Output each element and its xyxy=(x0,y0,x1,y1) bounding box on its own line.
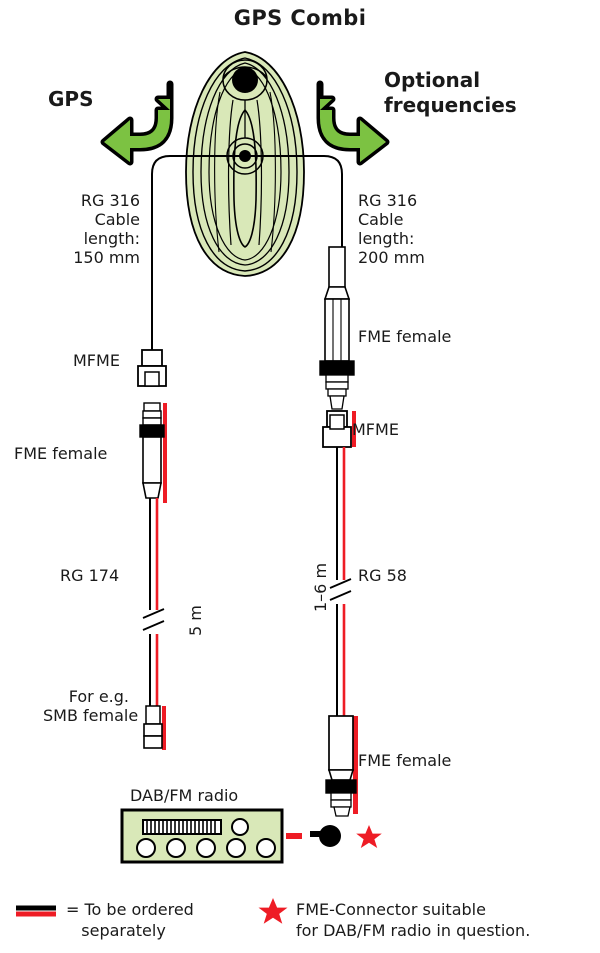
left-mfme-label: MFME xyxy=(73,351,120,370)
left-fme-female-label: FME female xyxy=(14,444,108,463)
right-fme-female-bottom-connector xyxy=(325,715,358,817)
right-fme-female-top-connector xyxy=(319,246,355,410)
right-mfme-label: MFME xyxy=(352,420,399,439)
left-smb-female-label: For e.g. SMB female xyxy=(43,687,139,725)
right-mfme-connector xyxy=(322,410,356,448)
dab-fm-radio-label: DAB/FM radio xyxy=(130,786,239,805)
left-cable-type-label: RG 174 xyxy=(60,566,120,585)
legend-item-ordered-separately: = To be ordered separately xyxy=(66,900,194,940)
optional-frequencies-branch-label: Optional frequencies xyxy=(384,68,517,117)
left-fme-female-connector xyxy=(139,402,167,503)
left-cable-spec-label: RG 316 Cable length: 150 mm xyxy=(73,191,140,267)
page-title: GPS Combi xyxy=(233,6,367,30)
dab-fm-radio-graphic xyxy=(120,808,284,864)
left-branch-cable xyxy=(137,155,245,750)
left-smb-female-connector xyxy=(143,705,166,750)
right-branch-cable xyxy=(245,155,382,848)
gps-branch-label: GPS xyxy=(48,87,94,111)
left-cable-length-label: 5 m xyxy=(186,605,205,636)
radio-antenna-socket xyxy=(286,825,341,847)
legend-red-star-icon xyxy=(258,898,288,924)
legend-line-swatch xyxy=(16,905,56,917)
legend-item-fme-connector: FME-Connector suitable for DAB/FM radio … xyxy=(296,900,531,940)
left-mfme-connector xyxy=(137,349,167,387)
gps-direction-arrow xyxy=(100,80,174,166)
right-cable-type-label: RG 58 xyxy=(358,566,407,585)
right-fme-female-bottom-label: FME female xyxy=(358,751,452,770)
red-star-icon-marker xyxy=(356,825,382,848)
right-cable-spec-label: RG 316 Cable length: 200 mm xyxy=(358,191,425,267)
right-fme-female-top-label: FME female xyxy=(358,327,452,346)
antenna-graphic xyxy=(185,51,305,277)
optional-frequencies-direction-arrow xyxy=(316,80,390,166)
right-cable-length-label: 1–6 m xyxy=(311,562,330,612)
